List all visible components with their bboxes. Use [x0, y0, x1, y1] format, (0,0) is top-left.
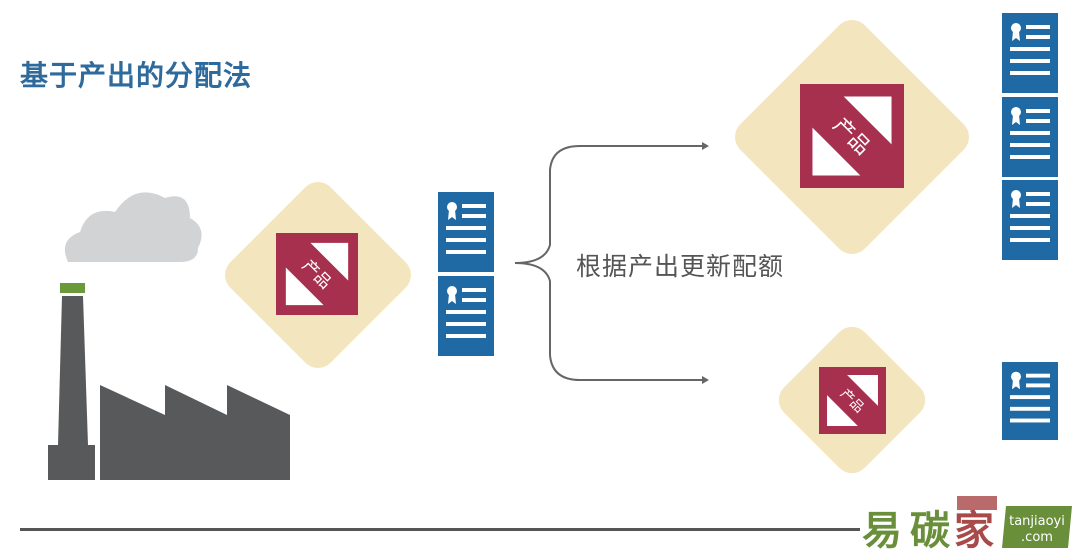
arrow-head [702, 376, 709, 384]
product-icon: 产品 [276, 233, 358, 315]
factory-building [100, 385, 290, 480]
certificate-icon [438, 276, 494, 356]
chimney [58, 296, 88, 445]
arrow-head [702, 142, 709, 150]
factory-icon [48, 192, 290, 480]
chimney-cap [60, 283, 85, 293]
brace-arrows [514, 142, 709, 384]
page-title: 基于产出的分配法 [20, 59, 253, 92]
logo-domain: tanjiaoyi [1009, 514, 1065, 529]
logo-text-2: 碳 [910, 508, 951, 554]
logo: 易 碳 家 tanjiaoyi .com [862, 496, 1072, 554]
certificate-icon [1002, 180, 1058, 260]
certificate-icon [1002, 97, 1058, 177]
product-icon: 产品 [819, 367, 886, 434]
logo-text-1: 易 [862, 508, 902, 554]
logo-text-3: 家 [954, 508, 994, 554]
certificate-icon [1002, 362, 1058, 440]
caption: 根据产出更新配额 [576, 252, 785, 281]
cloud-icon [64, 192, 202, 262]
product-icon: 产品 [800, 84, 904, 188]
divider [20, 528, 860, 531]
logo-domain-tld: .com [1021, 530, 1053, 545]
certificate-icon [438, 192, 494, 272]
certificate-icon [1002, 13, 1058, 93]
